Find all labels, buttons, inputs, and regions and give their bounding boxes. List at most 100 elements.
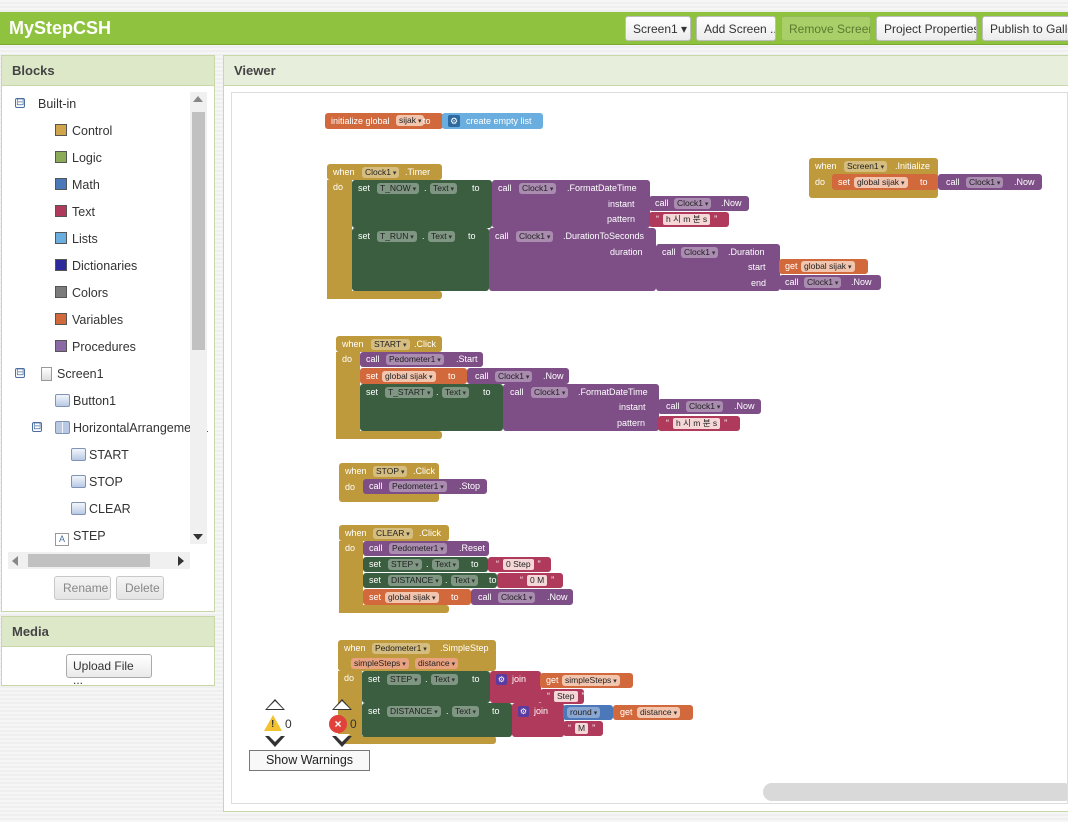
text-prop-dropdown[interactable]: Text bbox=[442, 387, 470, 398]
remove-screen-button[interactable]: Remove Screen bbox=[781, 16, 871, 41]
pattern-string-block[interactable]: h 시 m 분 s bbox=[658, 416, 740, 431]
distance-string-block[interactable]: 0 M bbox=[497, 573, 563, 588]
var-dropdown[interactable]: global sijak bbox=[385, 592, 439, 603]
rename-button[interactable]: Rename bbox=[54, 576, 111, 600]
m-string-block[interactable]: M bbox=[563, 721, 603, 736]
duration-to-seconds-block[interactable]: call Clock1 .DurationToSeconds duration bbox=[489, 228, 656, 291]
tree-horizontal-arrangement[interactable]: HorizontalArrangement1 bbox=[55, 417, 209, 439]
clock-dropdown[interactable]: Clock1 bbox=[966, 177, 1004, 188]
clock-now-block[interactable]: call Clock1 .Now bbox=[467, 368, 569, 384]
tree-text[interactable]: Text bbox=[55, 201, 95, 223]
pedometer-dropdown[interactable]: Pedometer1 bbox=[386, 354, 444, 365]
add-screen-button[interactable]: Add Screen ... bbox=[696, 16, 776, 41]
start-dropdown[interactable]: START bbox=[371, 339, 410, 350]
step-dropdown[interactable]: STEP bbox=[387, 674, 421, 685]
tree-stop[interactable]: STOP bbox=[71, 471, 123, 493]
clock-now-block[interactable]: call Clock1 .Now bbox=[779, 275, 881, 290]
pedometer-dropdown[interactable]: Pedometer1 bbox=[372, 643, 430, 654]
text-prop-dropdown[interactable]: Text bbox=[432, 559, 460, 570]
tree-procedures[interactable]: Procedures bbox=[55, 336, 136, 358]
format-datetime-block[interactable]: call Clock1 .FormatDateTime instant patt… bbox=[503, 384, 659, 431]
clock-dropdown[interactable]: Clock1 bbox=[495, 371, 533, 382]
distance-string-value[interactable]: 0 M bbox=[520, 575, 554, 586]
clock-dropdown[interactable]: Clock1 bbox=[686, 401, 724, 412]
harr-collapse-icon[interactable]: ⊟ bbox=[32, 421, 42, 432]
set-step-text-block[interactable]: set STEP . Text to bbox=[363, 557, 488, 572]
clock-dropdown[interactable]: Clock1 bbox=[681, 247, 719, 258]
screen-dropdown[interactable]: Screen1 bbox=[844, 161, 888, 172]
delete-button[interactable]: Delete bbox=[116, 576, 164, 600]
distance-dropdown[interactable]: DISTANCE bbox=[387, 706, 441, 717]
init-var-name[interactable]: sijak bbox=[396, 115, 425, 126]
start-click-event-header[interactable]: when START .Click bbox=[336, 336, 442, 352]
join-block[interactable]: ⚙ join bbox=[490, 671, 541, 703]
scroll-up-icon[interactable] bbox=[193, 96, 203, 102]
get-global-sijak-block[interactable]: get global sijak bbox=[779, 259, 868, 274]
pattern-string-value[interactable]: h 시 m 분 s bbox=[666, 418, 727, 429]
set-step-text-block[interactable]: set STEP . Text to bbox=[362, 671, 490, 703]
pedometer-stop-block[interactable]: call Pedometer1 .Stop bbox=[363, 479, 487, 494]
param-simplesteps[interactable]: simpleSteps bbox=[351, 658, 409, 669]
trun-dropdown[interactable]: T_RUN bbox=[377, 231, 417, 242]
show-warnings-button[interactable]: Show Warnings bbox=[249, 750, 370, 771]
publish-gallery-button[interactable]: Publish to Gallery bbox=[982, 16, 1068, 41]
tnow-dropdown[interactable]: T_NOW bbox=[377, 183, 420, 194]
scroll-right-icon[interactable] bbox=[178, 556, 184, 566]
pedometer-dropdown[interactable]: Pedometer1 bbox=[389, 481, 447, 492]
tree-colors[interactable]: Colors bbox=[55, 282, 108, 304]
set-global-sijak-block[interactable]: set global sijak to bbox=[832, 174, 938, 190]
blocks-workspace[interactable]: initialize global sijak to ⚙ create empt… bbox=[231, 92, 1068, 804]
pedometer-reset-block[interactable]: call Pedometer1 .Reset bbox=[363, 541, 489, 556]
distance-dropdown[interactable]: DISTANCE bbox=[388, 575, 442, 586]
scroll-left-icon[interactable] bbox=[12, 556, 18, 566]
error-prev-icon[interactable] bbox=[332, 699, 352, 710]
tree-button1[interactable]: Button1 bbox=[55, 390, 116, 412]
scroll-down-icon[interactable] bbox=[193, 534, 203, 540]
warning-next-icon[interactable] bbox=[265, 734, 285, 747]
pattern-string-value[interactable]: h 시 m 분 s bbox=[656, 214, 717, 225]
param-distance[interactable]: distance bbox=[415, 658, 459, 669]
tree-clear[interactable]: CLEAR bbox=[71, 498, 131, 520]
clear-dropdown[interactable]: CLEAR bbox=[373, 528, 413, 539]
project-properties-button[interactable]: Project Properties bbox=[876, 16, 977, 41]
set-distance-text-block[interactable]: set DISTANCE . Text to bbox=[362, 703, 512, 737]
step-string-block[interactable]: Step bbox=[540, 689, 584, 704]
text-prop-dropdown[interactable]: Text bbox=[431, 674, 459, 685]
get-distance-block[interactable]: get distance bbox=[613, 705, 693, 720]
init-global-block[interactable]: initialize global sijak to bbox=[325, 113, 443, 129]
tree-vertical-scrollbar[interactable] bbox=[190, 92, 207, 544]
set-distance-text-block[interactable]: set DISTANCE . Text to bbox=[363, 573, 497, 588]
tstart-dropdown[interactable]: T_START bbox=[385, 387, 434, 398]
step-string-block[interactable]: 0 Step bbox=[488, 557, 551, 572]
set-trun-text-block[interactable]: set T_RUN . Text to bbox=[352, 228, 489, 291]
tree-lists[interactable]: Lists bbox=[55, 228, 98, 250]
text-prop-dropdown[interactable]: Text bbox=[428, 231, 456, 242]
clock-now-block[interactable]: call Clock1 .Now bbox=[938, 174, 1042, 190]
text-prop-dropdown[interactable]: Text bbox=[430, 183, 458, 194]
vertical-scroll-thumb[interactable] bbox=[192, 112, 205, 350]
clock-dropdown[interactable]: Clock1 bbox=[519, 183, 557, 194]
error-next-icon[interactable] bbox=[332, 734, 352, 747]
var-dropdown[interactable]: global sijak bbox=[854, 177, 908, 188]
set-global-sijak-block[interactable]: set global sijak to bbox=[360, 368, 467, 384]
var-dropdown[interactable]: global sijak bbox=[801, 261, 855, 272]
join-block[interactable]: ⚙ join bbox=[512, 703, 564, 737]
pedometer-dropdown[interactable]: Pedometer1 bbox=[389, 543, 447, 554]
round-block[interactable]: round bbox=[563, 705, 613, 720]
screen1-collapse-icon[interactable]: ⊟ bbox=[15, 367, 25, 378]
clock-dropdown[interactable]: Clock1 bbox=[498, 592, 536, 603]
pedometer-start-block[interactable]: call Pedometer1 .Start bbox=[360, 352, 483, 367]
tree-screen1[interactable]: Screen1 bbox=[41, 363, 104, 385]
create-empty-list-block[interactable]: ⚙ create empty list bbox=[442, 113, 543, 129]
clear-click-event-header[interactable]: when CLEAR .Click bbox=[339, 525, 449, 541]
timer-comp-dropdown[interactable]: Clock1 bbox=[362, 167, 400, 178]
tree-builtin[interactable]: Built-in bbox=[38, 97, 77, 111]
tree-start[interactable]: START bbox=[71, 444, 129, 466]
set-global-sijak-block[interactable]: set global sijak to bbox=[363, 589, 471, 605]
step-dropdown[interactable]: STEP bbox=[388, 559, 422, 570]
tree-dictionaries[interactable]: Dictionaries bbox=[55, 255, 137, 277]
step-string-value[interactable]: 0 Step bbox=[496, 559, 540, 570]
warning-prev-icon[interactable] bbox=[265, 699, 285, 710]
round-dropdown[interactable]: round bbox=[567, 707, 601, 718]
tree-math[interactable]: Math bbox=[55, 174, 100, 196]
